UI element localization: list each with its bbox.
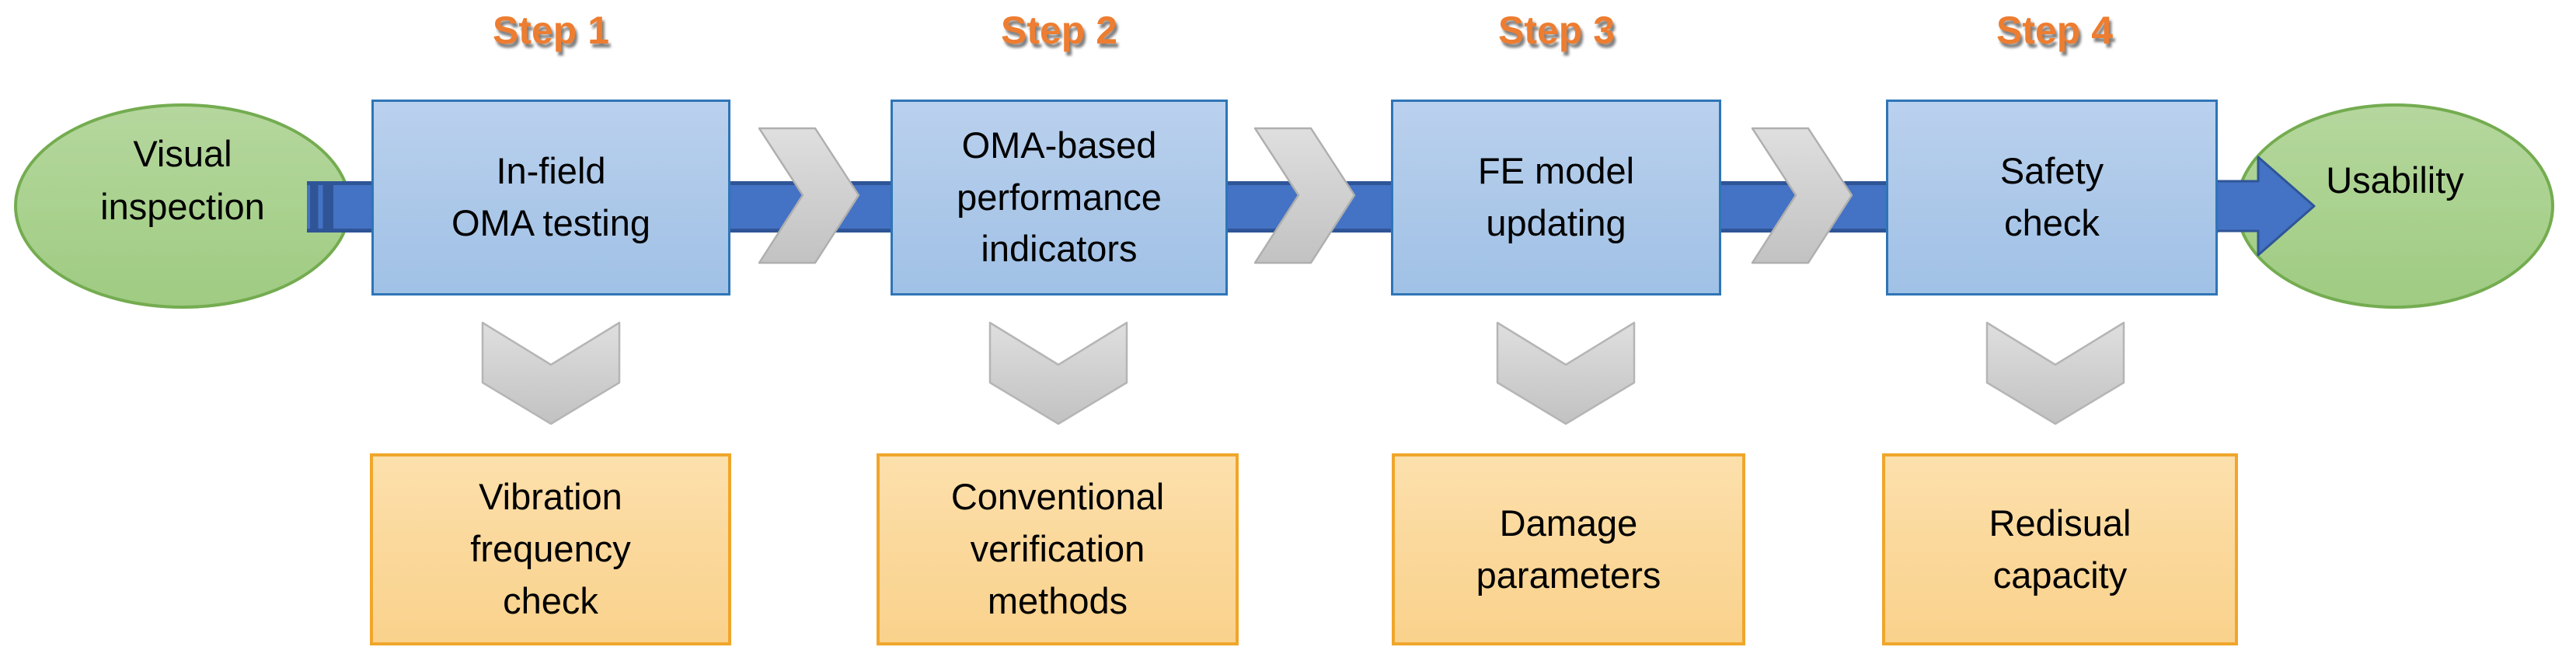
process-box-step4: Safety check	[1886, 100, 2218, 296]
process-box-step1-label: In-field OMA testing	[451, 150, 650, 243]
output-box-step4-label: Redisual capacity	[1989, 502, 2132, 596]
chevron-right-icon	[1751, 127, 1853, 264]
start-terminator-label: Visual inspection	[100, 132, 265, 227]
process-box-step1: In-field OMA testing	[371, 100, 730, 296]
output-box-step1: Vibration frequency check	[370, 453, 731, 645]
process-box-step2-label: OMA-based performance indicators	[957, 124, 1162, 270]
chevron-down-icon	[1496, 321, 1636, 425]
chevron-right-icon	[1253, 127, 1356, 264]
chevron-right-icon	[758, 127, 860, 264]
output-box-step4: Redisual capacity	[1882, 453, 2238, 645]
arrow-right-icon	[2215, 156, 2316, 257]
chevron-down-icon	[481, 321, 621, 425]
arrow-band-start-cap	[310, 185, 333, 229]
output-box-step2-label: Conventional verification methods	[950, 476, 1165, 621]
output-box-step3: Damage parameters	[1392, 453, 1745, 645]
chevron-down-icon	[1985, 321, 2125, 425]
output-box-step3-label: Damage parameters	[1476, 502, 1661, 596]
end-terminator-ellipse: Usability	[2236, 103, 2554, 309]
process-box-step3-label: FE model updating	[1477, 150, 1635, 243]
process-box-step2: OMA-based performance indicators	[891, 100, 1228, 296]
step-1-label: Step 1	[492, 9, 610, 52]
step-4-label: Step 4	[1996, 9, 2114, 52]
step-3-label: Step 3	[1497, 9, 1616, 52]
chevron-down-icon	[988, 321, 1128, 425]
end-terminator-label: Usability	[2326, 159, 2464, 201]
start-terminator-ellipse: Visual inspection	[14, 103, 351, 309]
output-box-step2: Conventional verification methods	[877, 453, 1239, 645]
process-box-step3: FE model updating	[1391, 100, 1721, 296]
output-box-step1-label: Vibration frequency check	[470, 476, 631, 621]
process-box-step4-label: Safety check	[1999, 150, 2104, 243]
step-2-label: Step 2	[1000, 9, 1118, 52]
